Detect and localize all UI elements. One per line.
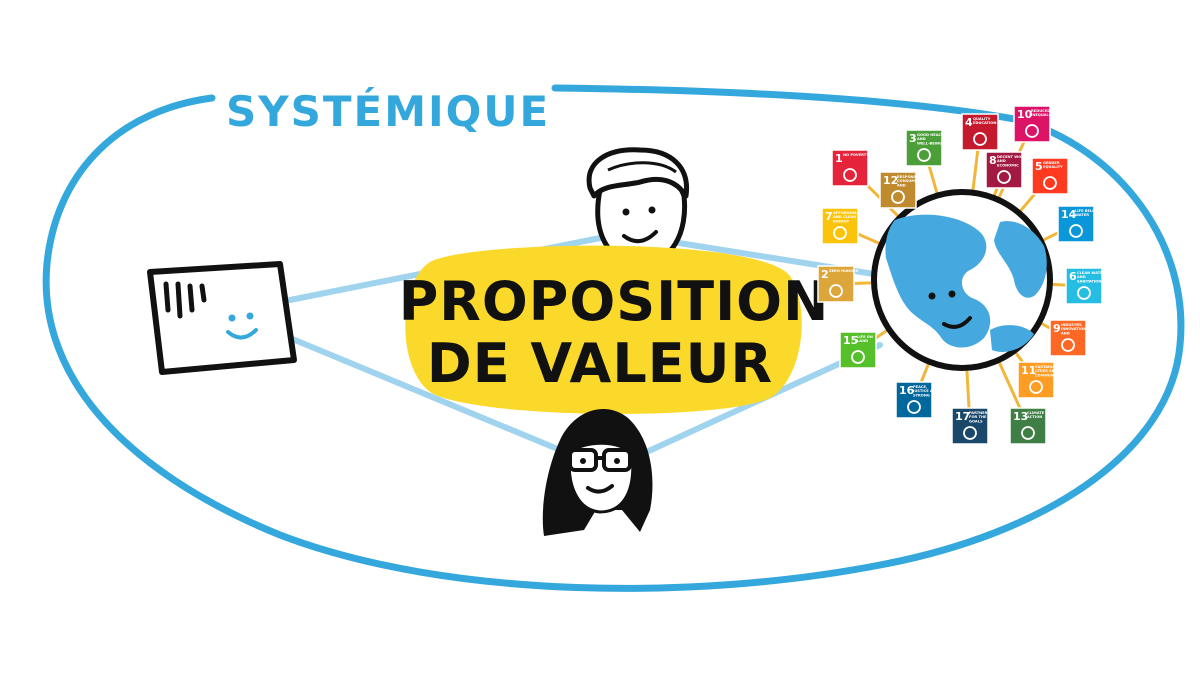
sdg-label: ZERO HUNGER: [829, 269, 858, 273]
sdg-tile-bg: [1057, 205, 1095, 243]
sdg-number: 1: [835, 152, 843, 165]
sdg-number: 4: [965, 116, 973, 129]
sdg-tile-bg: [985, 151, 1023, 189]
sdg-number: 13: [1013, 410, 1028, 423]
sdg-label: NO POVERTY: [843, 153, 869, 157]
sdg-tile-bg: [839, 331, 877, 369]
people-icon: [843, 168, 857, 182]
sdg-number: 6: [1069, 270, 1077, 283]
buildings-icon: [1029, 380, 1043, 394]
sdg-tile-bg: [1049, 319, 1087, 357]
sun-icon: [833, 226, 847, 240]
tree-icon: [851, 350, 865, 364]
sdg-tile-bg: [1065, 267, 1103, 305]
sdg-number: 10: [1017, 108, 1033, 121]
sdg-tile-bg: [951, 407, 989, 445]
bowl-icon: [829, 284, 843, 298]
sdg-tile-bg: [1017, 361, 1055, 399]
sdg-tile-bg: [821, 207, 859, 245]
sdg-number: 15: [843, 334, 858, 347]
link-org-woman: [287, 335, 563, 453]
equality-icon: [1025, 124, 1039, 138]
person-woman-icon: [542, 409, 653, 536]
infinity-icon: [891, 190, 905, 204]
value-proposition-line1: PROPOSITION: [399, 270, 830, 333]
book-icon: [973, 132, 987, 146]
value-proposition-line2: DE VALEUR: [427, 332, 773, 395]
water-drop-icon: [1077, 286, 1091, 300]
sdg-tile-bg: [895, 381, 933, 419]
sdg-tile-bg: [817, 265, 855, 303]
sdg-tile-bg: [879, 171, 917, 209]
dove-icon: [907, 400, 921, 414]
sdg-number: 7: [825, 210, 833, 223]
sdg-tile-bg: [961, 113, 999, 151]
sdg-number: 12: [883, 174, 898, 187]
sdg-tile-bg: [831, 149, 869, 187]
fish-icon: [1069, 224, 1083, 238]
sdg-tile-bg: [1009, 407, 1047, 445]
sdg-number: 14: [1061, 208, 1077, 221]
sdg-tile-bg: [1013, 105, 1051, 143]
gender-icon: [1043, 176, 1057, 190]
growth-chart-icon: [997, 170, 1011, 184]
sdg-number: 3: [909, 132, 917, 145]
sdg-number: 11: [1021, 364, 1036, 377]
eye-globe-icon: [1021, 426, 1035, 440]
sdg-number: 5: [1035, 160, 1043, 173]
sdg-number: 9: [1053, 322, 1061, 335]
cubes-icon: [1061, 338, 1075, 352]
earth-icon: [871, 189, 1053, 371]
person-man-icon: [586, 147, 690, 267]
sdg-tile-bg: [1031, 157, 1069, 195]
sdg-tile-bg: [905, 129, 943, 167]
sdg-number: 2: [821, 268, 829, 281]
value-proposition: PROPOSITION DE VALEUR: [399, 245, 830, 414]
organization-icon: [147, 261, 297, 375]
sdg-number: 8: [989, 154, 997, 167]
flower-icon: [963, 426, 977, 440]
sdg-number: 17: [955, 410, 970, 423]
sdg-number: 16: [899, 384, 915, 397]
system-label: SYSTÉMIQUE: [226, 86, 550, 136]
heartbeat-icon: [917, 148, 931, 162]
